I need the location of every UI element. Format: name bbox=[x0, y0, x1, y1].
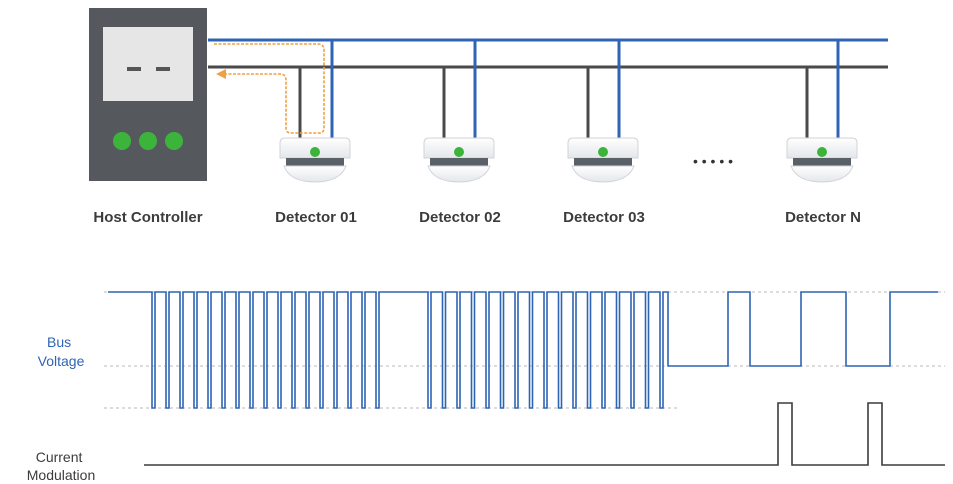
smoke-detector-icon bbox=[279, 137, 351, 183]
current-modulation-waveform bbox=[144, 402, 945, 466]
current-modulation-label: Current Modulation bbox=[27, 449, 96, 483]
smoke-detector-icon bbox=[786, 137, 858, 183]
bus-voltage-waveform bbox=[108, 291, 938, 409]
detector-03-label: Detector 03 bbox=[563, 209, 645, 226]
smoke-detector-icon bbox=[423, 137, 495, 183]
detector-02-label: Detector 02 bbox=[419, 209, 501, 226]
bus-lines bbox=[208, 38, 888, 142]
reference-lines bbox=[104, 291, 945, 409]
host-controller-label: Host Controller bbox=[93, 209, 202, 226]
smoke-detector-icon bbox=[567, 137, 639, 183]
ellipsis: • • • • • bbox=[693, 153, 733, 169]
bus-voltage-label: Bus Voltage bbox=[38, 334, 85, 369]
host-controller-icon bbox=[89, 8, 207, 181]
detector-n-label: Detector N bbox=[785, 209, 861, 226]
detector-01-label: Detector 01 bbox=[275, 209, 357, 226]
orange-return-arrow-icon bbox=[214, 43, 325, 134]
